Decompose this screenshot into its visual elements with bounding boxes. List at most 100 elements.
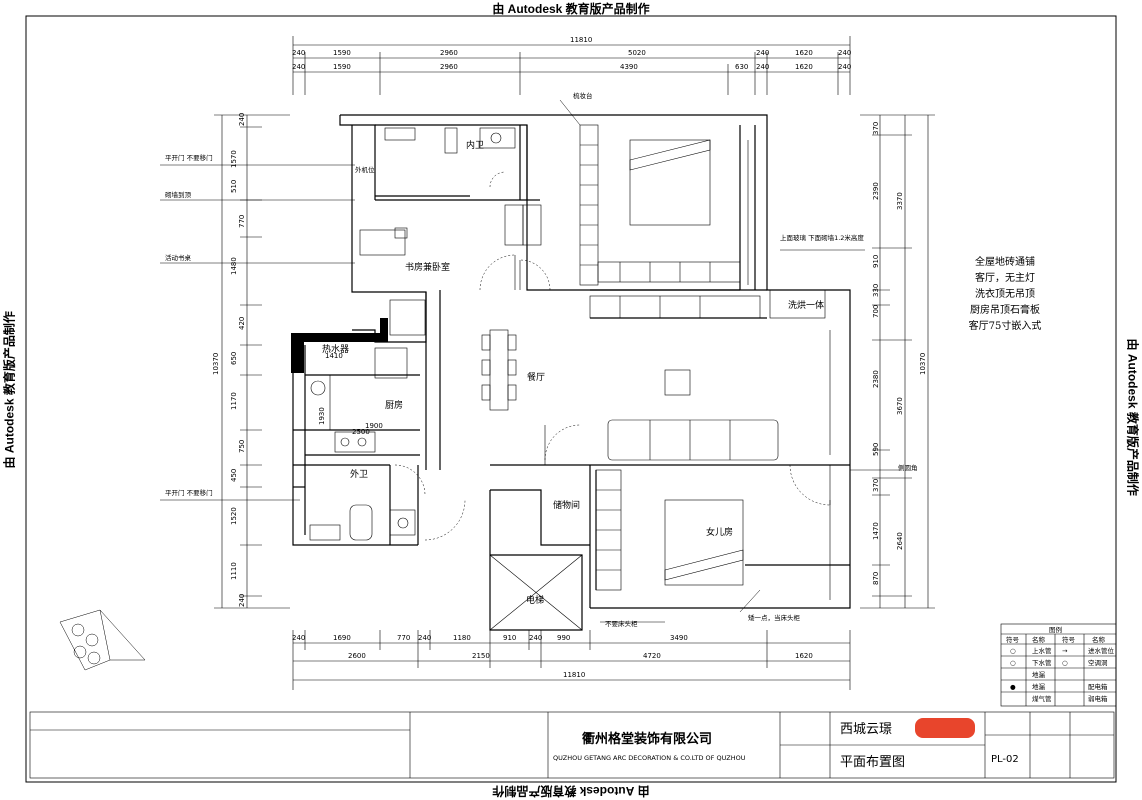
dim-right-o3: 2640 [896, 532, 904, 550]
note-window: 矮一点，当床头柜 [748, 613, 801, 622]
dim-top-b7: 1620 [795, 63, 813, 71]
right-dimension-lines [860, 114, 935, 609]
room-washer: 洗烘一体 [788, 299, 824, 311]
dim-kitchen-4: 2500 [352, 428, 370, 436]
dim-right-1: 370 [872, 122, 880, 135]
note-movable-desk: 活动书桌 [165, 253, 192, 262]
note-glass: 上面玻璃 下面砌墙1.2米高度 [780, 233, 864, 242]
dim-kitchen-3: 1900 [365, 422, 383, 430]
dim-left-1: 240 [238, 113, 246, 126]
company-cn: 衢州格堂装饰有限公司 [582, 731, 712, 747]
legend-title: 图例 [1049, 625, 1062, 634]
legend-r1-n1: 上水管 [1032, 646, 1052, 655]
legend-r1-n2: 进水管位 [1088, 646, 1115, 655]
dim-right-10: 870 [872, 572, 880, 585]
top-dimension-lines [292, 36, 851, 95]
legend-r4-s1: ● [1010, 683, 1016, 691]
compass-symbol [59, 609, 146, 671]
door-swings [394, 171, 831, 541]
dim-kitchen-2: 1930 [318, 407, 326, 425]
dim-left-12: 1110 [230, 562, 238, 580]
dim-bottom-a2: 1690 [333, 634, 351, 642]
dim-left-6: 420 [238, 317, 246, 330]
bottom-dimension-lines [292, 630, 851, 690]
note-brick-wall: 砌墙到顶 [165, 190, 192, 199]
dim-bottom-total: 11810 [563, 671, 585, 679]
legend-r2-n1: 下水管 [1032, 658, 1052, 667]
legend-table [1000, 623, 1117, 707]
dim-bottom-a6: 910 [503, 634, 516, 642]
note-dresser: 梳妆台 [573, 91, 593, 100]
legend-r1-s1: ○ [1010, 647, 1016, 655]
note-line-4: 厨房吊顶石膏板 [970, 305, 1040, 316]
dim-right-6: 2380 [872, 370, 880, 388]
room-storage: 储物间 [553, 499, 580, 511]
room-inner-bath: 内卫 [466, 139, 484, 151]
note-line-5: 客厅75寸嵌入式 [968, 321, 1042, 332]
legend-r2-n2: 空调洞 [1088, 658, 1108, 667]
dim-top-a7: 240 [838, 49, 851, 57]
legend-h2: 名称 [1032, 635, 1046, 644]
legend-r3-n1: 地漏 [1032, 670, 1046, 679]
dim-bottom-a7: 240 [529, 634, 542, 642]
dim-left-3: 510 [230, 180, 238, 193]
legend-r4-n1: 地漏 [1032, 682, 1046, 691]
drawing-frame [25, 15, 1117, 783]
legend-r2-s1: ○ [1010, 659, 1016, 667]
dim-bottom-a5: 1180 [453, 634, 471, 642]
title-block [29, 711, 1115, 779]
room-outer-bath: 外卫 [350, 468, 368, 480]
dim-top-a5: 240 [756, 49, 769, 57]
dim-left-9: 750 [238, 440, 246, 453]
dim-bottom-a4: 240 [418, 634, 431, 642]
note-outside-pipe: 外机位 [355, 165, 375, 174]
dim-right-total: 10370 [919, 353, 927, 375]
dim-right-o1: 3370 [896, 192, 904, 210]
dim-top-b8: 240 [838, 63, 851, 71]
dim-right-7: 590 [872, 443, 880, 456]
dim-top-total: 11810 [570, 36, 592, 44]
dim-bottom-b2: 2150 [472, 652, 490, 660]
legend-h3: 符号 [1062, 635, 1076, 644]
dim-top-b1: 240 [292, 63, 305, 71]
legend-r4-n2: 配电箱 [1088, 682, 1108, 691]
dim-top-a1: 240 [292, 49, 305, 57]
note-line-2: 客厅，无主灯 [975, 273, 1035, 284]
dim-bottom-a9: 3490 [670, 634, 688, 642]
dim-bottom-b3: 4720 [643, 652, 661, 660]
room-heater: 热水器 [322, 343, 349, 355]
dim-top-b6: 240 [756, 63, 769, 71]
drawing-name: 平面布置图 [840, 755, 905, 770]
legend-r2-s2: ○ [1062, 659, 1068, 667]
note-line-3: 洗衣顶无吊顶 [975, 289, 1035, 300]
dim-left-total: 10370 [212, 353, 220, 375]
legend-r5-n1: 煤气管 [1032, 694, 1052, 703]
dim-top-b2: 1590 [333, 63, 351, 71]
furniture [304, 124, 831, 631]
floor-plan-walls [292, 114, 851, 631]
left-dimension-lines [214, 114, 290, 609]
dim-top-b5: 630 [735, 63, 748, 71]
note-line-1: 全屋地砖通铺 [975, 257, 1035, 268]
dim-left-13: 240 [238, 594, 246, 607]
dim-right-2: 2390 [872, 182, 880, 200]
dim-bottom-b4: 1620 [795, 652, 813, 660]
dim-left-8: 1170 [230, 392, 238, 410]
room-dining: 餐厅 [527, 371, 545, 383]
dim-left-4: 770 [238, 215, 246, 228]
heater-wall-block [291, 318, 388, 373]
company-en: QUZHOU GETANG ARC DECORATION & CO.LTD OF… [553, 754, 746, 762]
dim-right-5: 700 [872, 305, 880, 318]
dim-left-2: 1570 [230, 150, 238, 168]
legend-h1: 符号 [1006, 635, 1020, 644]
dim-top-a2: 1590 [333, 49, 351, 57]
drawing-code: PL-02 [991, 754, 1019, 765]
legend-r5-n2: 弱电箱 [1088, 694, 1108, 703]
dim-right-4: 330 [872, 284, 880, 297]
dim-left-11: 1520 [230, 507, 238, 525]
room-daughter: 女儿房 [706, 526, 733, 538]
dim-top-a3: 2960 [440, 49, 458, 57]
dim-right-3: 910 [872, 255, 880, 268]
legend-r1-s2: → [1062, 647, 1068, 655]
